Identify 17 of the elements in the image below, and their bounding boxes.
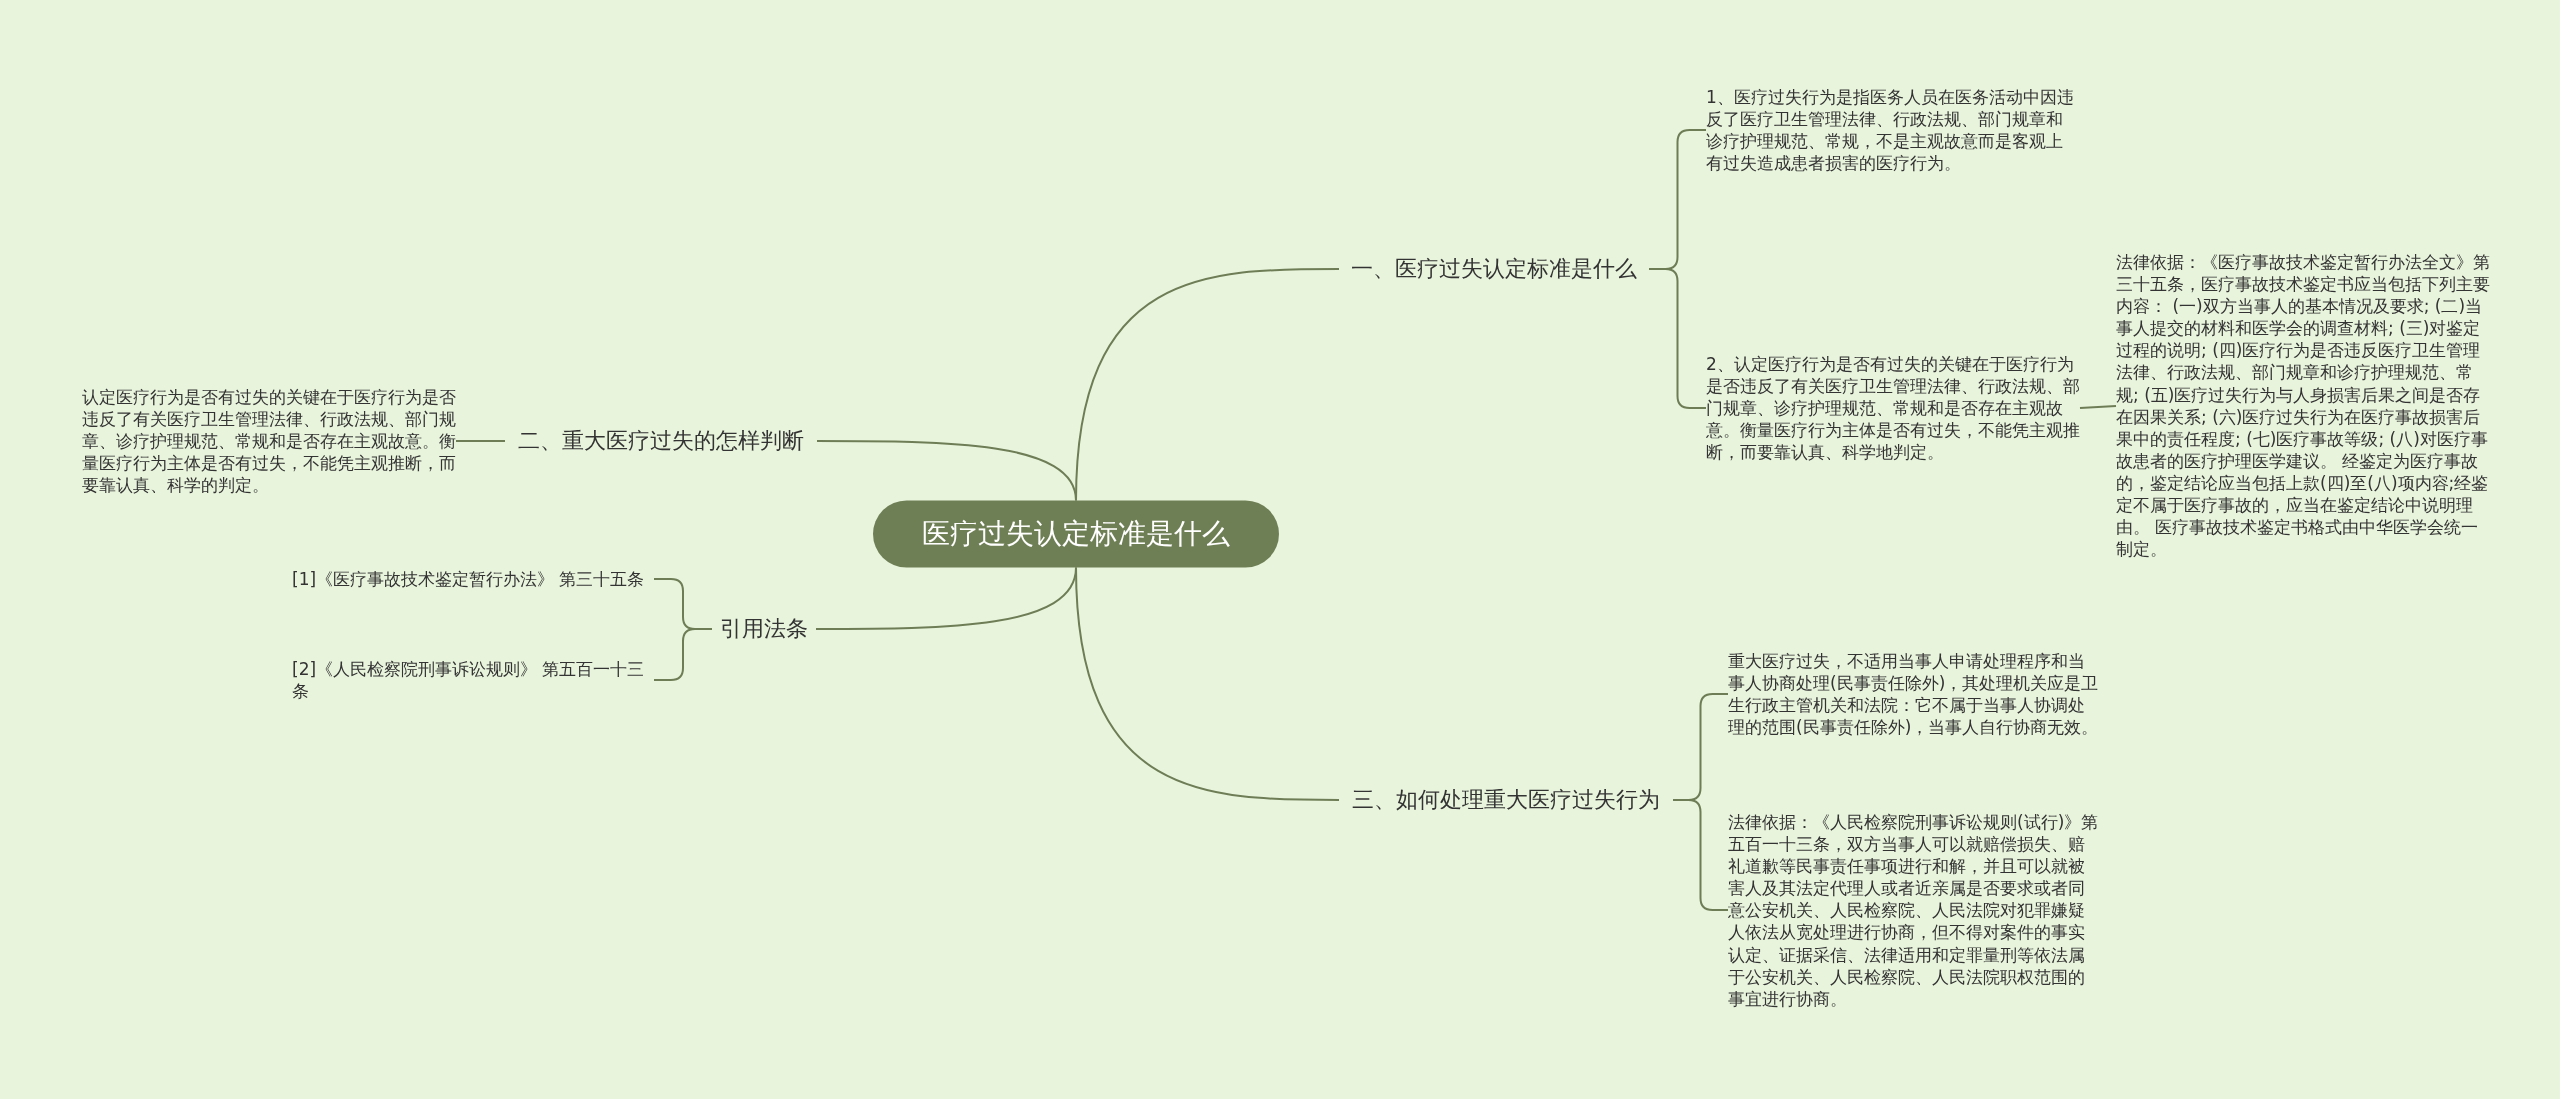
connector-line xyxy=(2079,405,2117,409)
central-topic: 医疗过失认定标准是什么 xyxy=(873,500,1279,568)
connector-line xyxy=(455,440,506,442)
branch-topic: 三、如何处理重大医疗过失行为 xyxy=(1339,779,1673,821)
note-text: 法律依据：《医疗事故技术鉴定暂行办法全文》第三十五条，医疗事故技术鉴定书应当包括下列主要内容： (一)双方当事人的基本情况及要求; (二)当事人提交的材料和医学会的调查材料; (三)对鉴定过程的说明; (四)医疗行为是否违反医疗卫生管理法律、行政法规、部门规章和诊疗护理规范、常规; (五)医疗过失行为与人身损害后果之间是否存在因果关系; (六)医疗过失行为在医疗事故损害后果中的责任程度; (七)医疗事故等级; (八)对医疗事故患者的医疗护理医学建议。 经鉴定为医疗事故的，鉴定结论应当包括上款(四)至(八)项内容;经鉴定不属于医疗事故的，应当在鉴定结论中说明理由。 医疗事故技术鉴定书格式由中华医学会统一制定。 xyxy=(2116,249,2494,563)
note-text: [2]《人民检察院刑事诉讼规则》 第五百一十三条 xyxy=(292,655,654,705)
connector-line xyxy=(816,440,1077,502)
branch-topic: 二、重大医疗过失的怎样判断 xyxy=(505,420,817,462)
branch-topic: 引用法条 xyxy=(712,608,816,650)
note-text: 法律依据：《人民检察院刑事诉讼规则(试行)》第五百一十三条，双方当事人可以就赔偿损失、赔礼道歉等民事责任事项进行和解，并且可以就被害人及其法定代理人或者近亲属是否要求或者同意公安机关、人民检察院、人民法院对犯罪嫌疑人依法从宽处理进行协商，但不得对案件的事实认定、证据采信、法律适用和定罪量刑等依法属于公安机关、人民检察院、人民法院职权范围的事宜进行协商。 xyxy=(1728,808,2100,1012)
connector-line xyxy=(1075,566,1340,801)
note-text: [1]《医疗事故技术鉴定暂行办法》 第三十五条 xyxy=(292,565,654,593)
note-text: 2、认定医疗行为是否有过失的关键在于医疗行为是否违反了有关医疗卫生管理法律、行政法规、部门规章、诊疗护理规范、常规和是否存在主观故意。衡量医疗行为主体是否有过失，不能凭主观推断，而要靠认真、科学地判定。 xyxy=(1706,350,2080,466)
note-text: 重大医疗过失，不适用当事人申请处理程序和当事人协商处理(民事责任除外)，其处理机关应是卫生行政主管机关和法院：它不属于当事人协调处理的范围(民事责任除外)，当事人自行协商无效。 xyxy=(1728,647,2100,741)
note-text: 认定医疗行为是否有过失的关键在于医疗行为是否违反了有关医疗卫生管理法律、行政法规、部门规章、诊疗护理规范、常规和是否存在主观故意。衡量医疗行为主体是否有过失，不能凭主观推断，而要靠认真、科学的判定。 xyxy=(82,383,456,499)
branch-topic: 一、医疗过失认定标准是什么 xyxy=(1339,248,1649,290)
note-text: 1、医疗过失行为是指医务人员在医务活动中因违反了医疗卫生管理法律、行政法规、部门规章和诊疗护理规范、常规，不是主观故意而是客观上有过失造成患者损害的医疗行为。 xyxy=(1706,83,2078,177)
